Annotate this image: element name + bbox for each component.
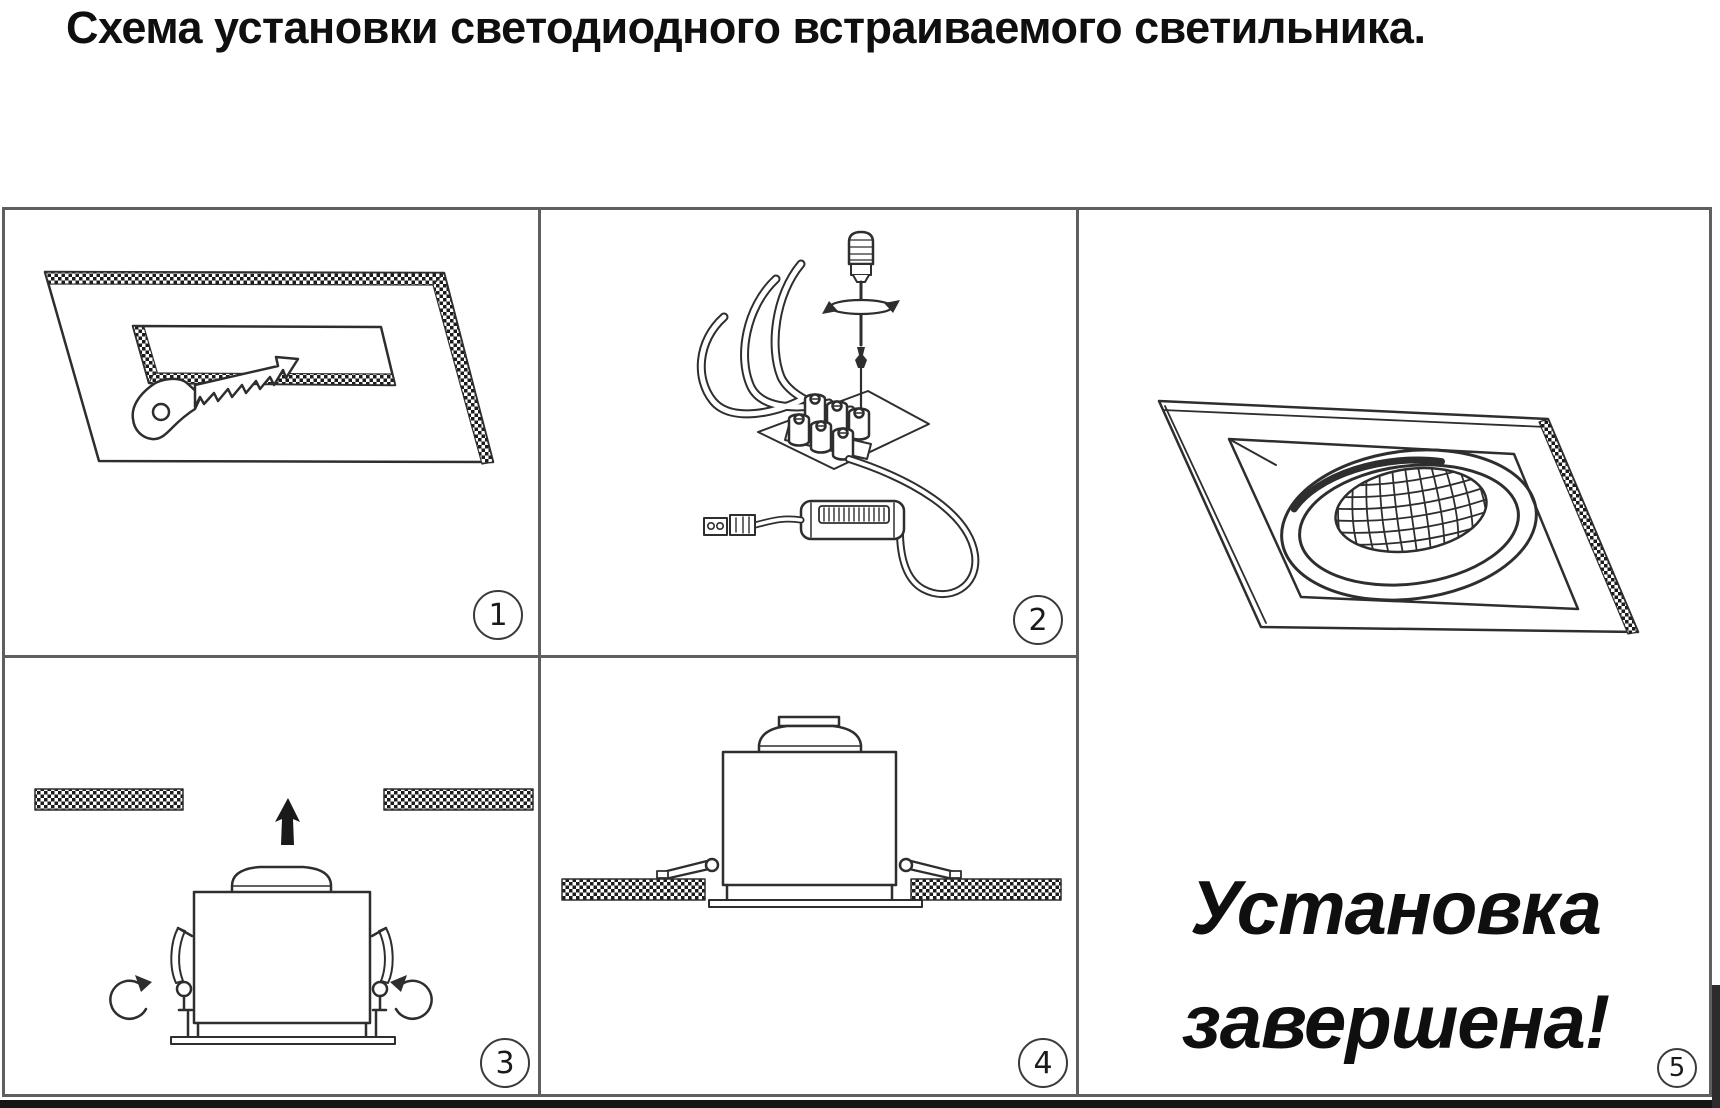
completion-message: Установка завершена! bbox=[1079, 852, 1712, 1080]
step-2-number: 2 bbox=[1028, 602, 1048, 638]
ceiling-section-left bbox=[34, 788, 184, 811]
panel-step-4-fixture-seated: 4 bbox=[541, 658, 1076, 1100]
fixture-top-step bbox=[777, 715, 841, 728]
grid-divider-horizontal bbox=[2, 655, 1079, 658]
step-5-badge: 5 bbox=[1657, 1048, 1697, 1088]
grid-divider-vertical-1 bbox=[538, 207, 541, 1097]
fixture-seated-drawing bbox=[561, 715, 1062, 908]
terminal-posts-front bbox=[787, 413, 855, 461]
output-connector bbox=[703, 514, 805, 536]
completion-line-2: завершена! bbox=[1181, 980, 1610, 1065]
fixture-housing bbox=[721, 715, 898, 887]
saw-handle-hole bbox=[151, 402, 171, 422]
completion-line-1: Установка bbox=[1190, 866, 1602, 951]
ceiling-section-right bbox=[383, 788, 534, 811]
step-1-number: 1 bbox=[488, 597, 508, 633]
mains-wires bbox=[696, 259, 856, 419]
panel-step-5-finished: Установка завершена! 5 bbox=[1079, 207, 1712, 1100]
luminaire-frame bbox=[1157, 399, 1640, 635]
ceiling-section-left bbox=[561, 878, 706, 901]
trim-ring bbox=[1280, 448, 1538, 602]
panel-step-2-wiring: 2 bbox=[541, 207, 1076, 655]
step-3-badge: 3 bbox=[480, 1038, 530, 1088]
spring-clip-right-folded bbox=[898, 857, 962, 881]
spring-clip-left bbox=[170, 926, 194, 1038]
rotation-arrowhead-right bbox=[884, 300, 900, 313]
page-title: Схема установки светодиодного встраиваем… bbox=[66, 2, 1426, 53]
fixture-dome bbox=[757, 724, 863, 754]
fixture-dome bbox=[230, 865, 333, 894]
cut-opening-drawing bbox=[43, 270, 495, 465]
fixture-body bbox=[192, 890, 372, 1025]
ceiling-edge-hatch-right bbox=[432, 272, 494, 465]
rotation-ellipse bbox=[828, 298, 894, 316]
screwdriver bbox=[822, 230, 900, 409]
wiring-drawing bbox=[696, 230, 980, 598]
step-4-badge: 4 bbox=[1018, 1038, 1068, 1088]
saw-blade bbox=[193, 355, 300, 409]
up-arrow bbox=[275, 798, 300, 845]
rotation-arrowhead-left bbox=[822, 301, 838, 314]
keyhole-saw bbox=[131, 355, 300, 441]
driver-vent-ribs bbox=[823, 507, 885, 522]
luminaire-drawing bbox=[1157, 399, 1640, 635]
terminal-block bbox=[784, 393, 872, 461]
fixture-body bbox=[721, 750, 898, 887]
ceiling-section-right bbox=[910, 878, 1062, 901]
step-1-badge: 1 bbox=[473, 590, 523, 640]
led-driver bbox=[799, 499, 906, 541]
insert-fixture-drawing bbox=[34, 788, 534, 1045]
panel-step-3-insert-fixture: 3 bbox=[2, 658, 538, 1100]
driver-cable bbox=[845, 455, 980, 598]
fixture-housing bbox=[192, 865, 372, 1025]
reflector-mesh bbox=[1330, 459, 1492, 562]
spring-clip-left-folded bbox=[656, 857, 720, 881]
step-2-badge: 2 bbox=[1013, 595, 1063, 645]
right-edge-band bbox=[1712, 985, 1720, 1108]
trim-flange bbox=[170, 1021, 396, 1045]
bottom-edge-band bbox=[0, 1100, 1720, 1108]
step-4-number: 4 bbox=[1033, 1045, 1053, 1081]
gimbal-corner-line bbox=[1228, 438, 1277, 466]
screwdriver-handle bbox=[847, 230, 875, 266]
frame-edge-hatch-right bbox=[1538, 418, 1639, 635]
step-5-number: 5 bbox=[1668, 1053, 1686, 1083]
screwdriver-bit bbox=[855, 347, 867, 368]
grid-divider-vertical-2 bbox=[1076, 207, 1079, 1097]
panel-step-1-cut-opening: 1 bbox=[2, 207, 538, 655]
ring-shadow-arc bbox=[1290, 456, 1446, 513]
grid-outer-border bbox=[2, 207, 1712, 1097]
ceiling-edge-hatch-top bbox=[44, 271, 445, 286]
rotation-arrow-left bbox=[109, 975, 152, 1020]
spring-clip-right bbox=[370, 926, 394, 1038]
step-3-number: 3 bbox=[495, 1045, 515, 1081]
rotation-arrow-right bbox=[390, 975, 433, 1020]
trim-flange bbox=[708, 883, 923, 908]
